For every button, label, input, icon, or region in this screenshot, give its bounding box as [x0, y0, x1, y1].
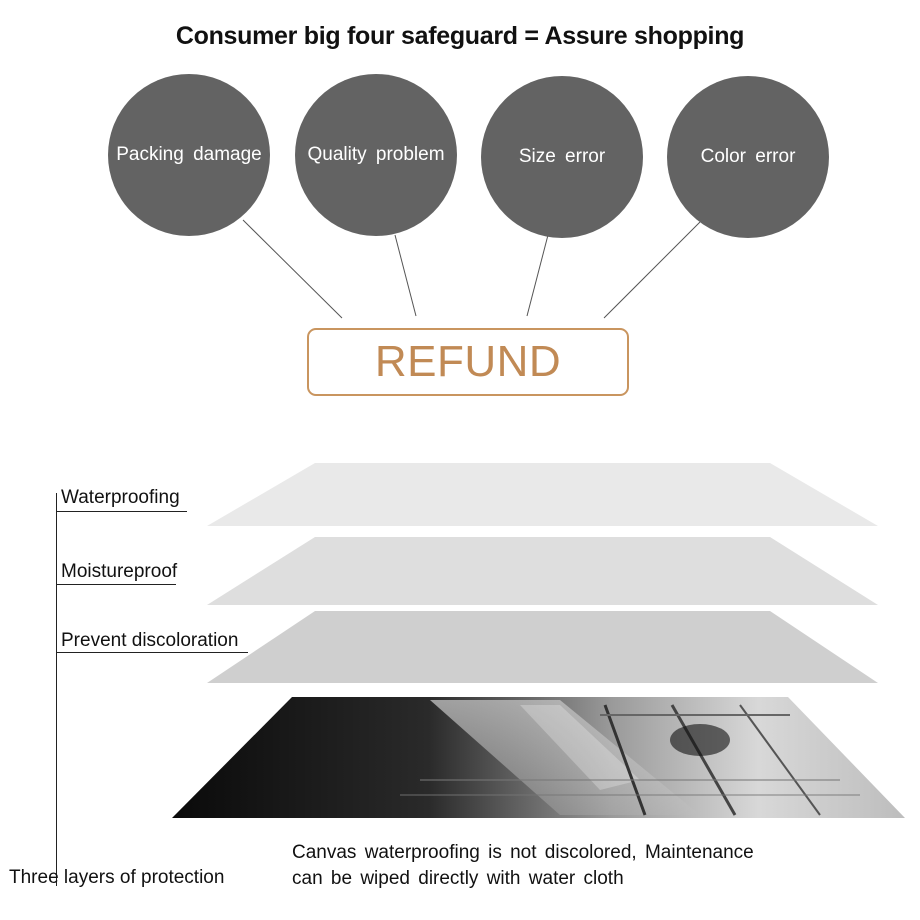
layer-label-waterproofing: Waterproofing [61, 487, 180, 508]
label-underline [56, 584, 176, 585]
layer-label-prevent-discoloration: Prevent discoloration [61, 630, 239, 651]
safeguard-circle-quality-problem: Quality problem [295, 74, 457, 236]
connector-line [603, 221, 701, 319]
safeguard-circle-color-error: Color error [667, 76, 829, 238]
waterproofing-layer [207, 463, 878, 526]
safeguard-label: Quality problem [307, 144, 445, 165]
safeguard-circle-size-error: Size error [481, 76, 643, 238]
refund-label: REFUND [374, 337, 562, 386]
canvas-caption: Canvas waterproofing is not discolored, … [292, 840, 754, 892]
three-layers-label: Three layers of protection [9, 867, 225, 888]
moistureproof-layer [207, 537, 878, 605]
label-underline [56, 511, 187, 512]
safeguard-label: Color error [700, 146, 796, 167]
canvas-photo [172, 697, 905, 818]
page-title: Consumer big four safeguard = Assure sho… [175, 22, 745, 50]
safeguard-circle-packing-damage: Packing damage [108, 74, 270, 236]
protection-bracket-line [56, 493, 57, 886]
connector-line [394, 234, 417, 317]
safeguard-label: Packing damage [116, 144, 262, 165]
caption-line: can be wiped directly with water cloth [292, 868, 624, 889]
connector-line [242, 219, 343, 319]
refund-box: REFUND [307, 328, 629, 396]
label-underline [56, 652, 248, 653]
caption-line: Canvas waterproofing is not discolored, … [292, 842, 754, 863]
connector-line [526, 234, 549, 317]
safeguard-label: Size error [518, 146, 606, 167]
discoloration-layer [207, 611, 878, 683]
layer-label-moistureproof: Moistureproof [61, 561, 178, 582]
